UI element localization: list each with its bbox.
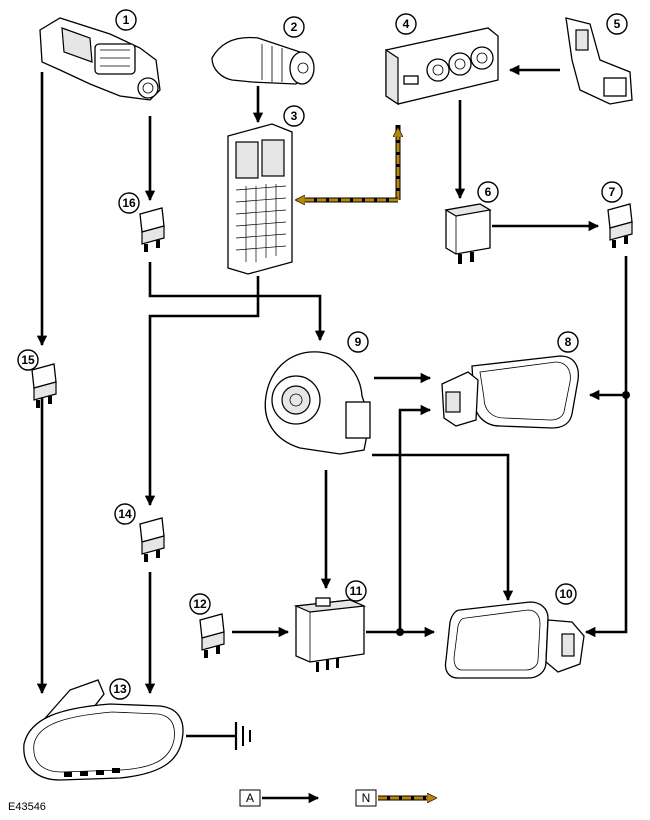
left-mirror-component bbox=[441, 355, 580, 429]
wire-16-to-9 bbox=[148, 262, 326, 342]
callout-8-label: 8 bbox=[565, 335, 572, 349]
sensor-module-component bbox=[565, 17, 633, 105]
junction-box-component bbox=[227, 123, 293, 275]
callout-1: 1 bbox=[115, 9, 137, 31]
wires-n bbox=[296, 125, 398, 200]
callout-6-label: 6 bbox=[485, 185, 492, 199]
callout-7: 7 bbox=[601, 181, 623, 203]
junction-dot bbox=[622, 391, 630, 399]
callout-16: 16 bbox=[118, 192, 140, 214]
wire-bus-to-14 bbox=[144, 296, 260, 507]
fuse-14-component bbox=[139, 517, 165, 562]
callout-2-label: 2 bbox=[291, 20, 298, 34]
legend-n-box bbox=[355, 789, 377, 807]
callout-5-label: 5 bbox=[614, 17, 621, 31]
fuse-7-component bbox=[607, 203, 633, 248]
callout-5: 5 bbox=[606, 13, 628, 35]
callout-1-label: 1 bbox=[123, 13, 130, 27]
callout-16-label: 16 bbox=[122, 196, 136, 210]
wire-7-to-8 bbox=[588, 256, 628, 401]
callout-3-label: 3 bbox=[291, 109, 298, 123]
callout-7-label: 7 bbox=[609, 185, 616, 199]
callout-14: 14 bbox=[114, 503, 136, 525]
legend-a-label: A bbox=[246, 791, 254, 805]
callout-9: 9 bbox=[347, 331, 369, 353]
callout-15: 15 bbox=[17, 349, 39, 371]
callout-12-label: 12 bbox=[193, 597, 207, 611]
fuse-16-component bbox=[139, 207, 165, 252]
callout-9-label: 9 bbox=[355, 335, 362, 349]
callout-13-label: 13 bbox=[113, 682, 127, 696]
wire-7-to-10 bbox=[584, 395, 628, 638]
callout-10: 10 bbox=[555, 583, 577, 605]
figure-reference: E43546 bbox=[8, 801, 46, 813]
rearview-mirror-component bbox=[23, 679, 184, 781]
callout-13: 13 bbox=[109, 678, 131, 700]
legend-a-box bbox=[239, 789, 261, 807]
mirror-switch-component bbox=[264, 351, 371, 455]
junction-dot bbox=[396, 628, 404, 636]
callout-15-label: 15 bbox=[21, 353, 35, 367]
legend: A N bbox=[239, 789, 436, 807]
control-module-component bbox=[293, 597, 367, 672]
callout-14-label: 14 bbox=[118, 507, 132, 521]
callout-4-label: 4 bbox=[403, 17, 410, 31]
callout-8: 8 bbox=[557, 331, 579, 353]
ignition-switch-component bbox=[39, 17, 161, 101]
callout-2: 2 bbox=[283, 16, 305, 38]
column-switch-component bbox=[211, 36, 315, 85]
climate-panel-component bbox=[385, 27, 499, 106]
callout-11-label: 11 bbox=[350, 584, 363, 598]
ground-icon bbox=[234, 722, 251, 750]
fuse-12-component bbox=[199, 613, 225, 658]
right-mirror-component bbox=[444, 601, 585, 679]
callout-12: 12 bbox=[189, 593, 211, 615]
legend-n-label: N bbox=[362, 791, 371, 805]
callout-3: 3 bbox=[283, 105, 305, 127]
relay-component bbox=[444, 203, 492, 264]
callout-11: 11 bbox=[345, 580, 367, 602]
callout-6: 6 bbox=[477, 181, 499, 203]
callout-4: 4 bbox=[395, 13, 417, 35]
callout-10-label: 10 bbox=[559, 587, 573, 601]
wire-9-to-10 bbox=[372, 453, 514, 602]
wire-11-to-8 bbox=[398, 404, 432, 632]
fuse-15-component bbox=[31, 363, 57, 408]
